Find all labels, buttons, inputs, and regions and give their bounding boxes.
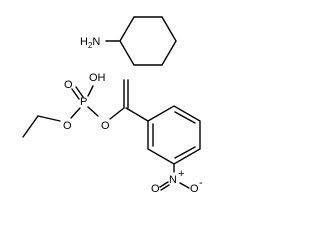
bond-p-o-double-a: [71, 88, 80, 100]
bond-n-o-right: [179, 182, 190, 189]
nitro-oxygen-left: O: [151, 183, 160, 193]
bond-p-o-right: [87, 106, 99, 117]
structure-canvas: H2N O P O OH O N +: [22, 16, 203, 195]
bond-n-o-left-a: [159, 181, 169, 188]
nitro-plus-charge: +: [178, 168, 184, 180]
nitro-nitrogen: N: [169, 174, 177, 186]
ester-oxygen-left: O: [63, 120, 72, 132]
bond-o-vinyl: [109, 107, 125, 120]
bond-ch2-o: [37, 115, 61, 122]
bond-vinyl-aryl: [125, 107, 149, 122]
hydroxyl-group: OH: [89, 72, 106, 84]
amine-label: H2N: [80, 36, 100, 50]
benzene-ring: [147, 105, 201, 165]
cyclohexane-ring: [119, 16, 177, 66]
bond-n-o-left-b: [160, 184, 170, 191]
phosphate-ester: O P O OH O N + O O -: [22, 72, 203, 195]
phosphoryl-oxygen: O: [64, 79, 73, 91]
structure-svg: H2N O P O OH O N +: [22, 16, 203, 195]
bond-p-oh: [87, 85, 94, 97]
ester-oxygen-right: O: [101, 120, 110, 132]
bond-o-p: [70, 107, 81, 119]
benzene-inner-bond-1: [174, 111, 196, 124]
nitro-minus-charge: -: [199, 177, 203, 189]
phosphorus-atom: P: [80, 96, 87, 108]
cyclohexylamine: H2N: [80, 16, 177, 66]
nitro-oxygen-right: O: [190, 183, 199, 193]
bond-p-o-double-b: [75, 86, 84, 98]
benzene-inner-bond-2: [174, 146, 196, 159]
bond-ch3-ch2: [22, 115, 39, 138]
